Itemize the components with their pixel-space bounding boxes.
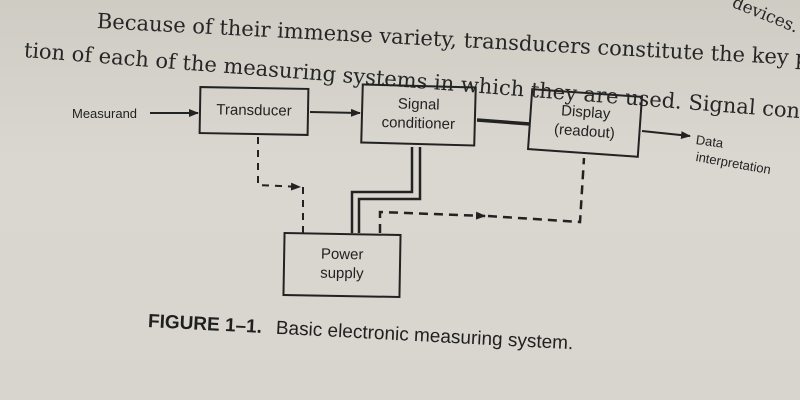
display-power-lead: [487, 157, 586, 224]
transducer-to-conditioner-arrow: [309, 108, 361, 117]
transducer-power-lead: [257, 137, 301, 191]
power-to-display-line: [378, 210, 486, 233]
conditioner-to-display-line: [476, 118, 531, 126]
power-to-conditioner-line-b: [357, 147, 422, 233]
signal-conditioner-block: Signal conditioner: [360, 83, 477, 147]
display-block: Display (readout): [526, 88, 644, 158]
power-to-conditioner-line-a: [350, 147, 414, 233]
transducer-block: Transducer: [198, 86, 310, 136]
power-supply-block: Power supply: [282, 231, 402, 299]
measurand-label: Measurand: [72, 106, 138, 121]
output-arrow: [641, 130, 691, 140]
